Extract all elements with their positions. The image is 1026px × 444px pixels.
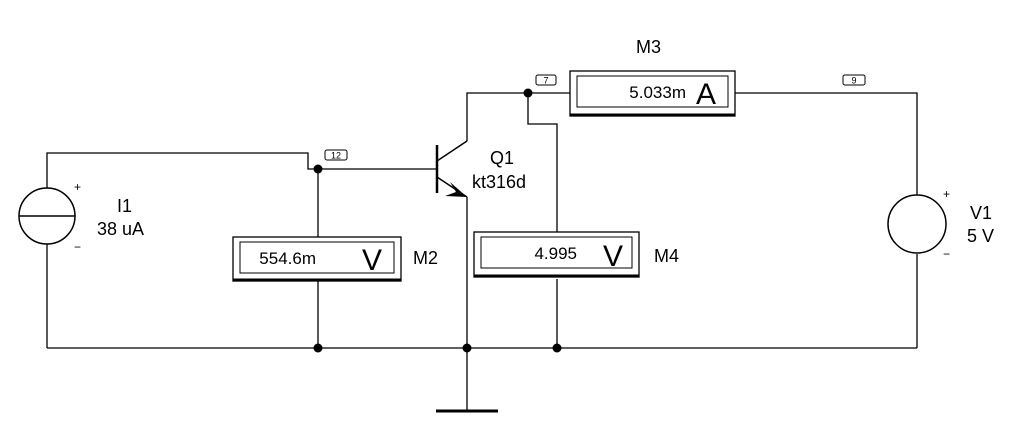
q1-model-label: kt316d bbox=[472, 172, 526, 192]
junction-dot bbox=[313, 164, 323, 174]
node-label-12: 12 bbox=[331, 151, 341, 161]
voltage-source-v1: + − V1 5 V bbox=[887, 187, 994, 261]
node-label-7: 7 bbox=[543, 76, 548, 86]
m2-reading: 554.6m bbox=[259, 249, 316, 268]
i1-plus-sign: + bbox=[74, 180, 81, 194]
m2-name-label: M2 bbox=[413, 248, 438, 268]
m3-name-label: M3 bbox=[636, 37, 661, 57]
transistor-q1: Q1 kt316d bbox=[435, 140, 526, 198]
m2-unit: V bbox=[362, 244, 382, 277]
v1-minus-sign: − bbox=[943, 247, 950, 261]
i1-minus-sign: − bbox=[74, 240, 81, 254]
q1-emitter-arrow-icon bbox=[445, 182, 467, 197]
v1-name-label: V1 bbox=[970, 203, 992, 223]
q1-collector-lead bbox=[436, 140, 468, 162]
node-tag-7: 7 bbox=[535, 74, 557, 86]
i1-value-label: 38 uA bbox=[97, 219, 144, 239]
junctions bbox=[313, 88, 562, 353]
m4-name-label: M4 bbox=[654, 246, 679, 266]
wire-m3-v1 bbox=[735, 92, 918, 194]
m4-reading: 4.995 bbox=[534, 244, 577, 263]
node-tag-12: 12 bbox=[324, 149, 348, 161]
meter-m3: 5.033m A M3 bbox=[569, 37, 736, 117]
m3-unit: A bbox=[696, 78, 716, 111]
junction-dot bbox=[462, 343, 472, 353]
voltage-source-icon bbox=[887, 194, 947, 254]
v1-plus-sign: + bbox=[943, 187, 950, 201]
wires bbox=[46, 92, 918, 411]
wire-node7-m4 bbox=[527, 93, 558, 232]
current-source-i1: + − I1 38 uA bbox=[18, 180, 144, 254]
m3-reading: 5.033m bbox=[629, 83, 686, 102]
node-label-9: 9 bbox=[851, 76, 856, 86]
node-tag-9: 9 bbox=[842, 74, 866, 86]
junction-dot bbox=[313, 343, 323, 353]
junction-dot bbox=[523, 88, 533, 98]
meter-m2: 554.6m V M2 bbox=[232, 236, 438, 282]
meter-m4: 4.995 V M4 bbox=[473, 231, 679, 278]
q1-name-label: Q1 bbox=[490, 148, 514, 168]
junction-dot bbox=[552, 343, 562, 353]
wire-collector bbox=[466, 92, 528, 141]
v1-value-label: 5 V bbox=[967, 226, 994, 246]
m4-unit: V bbox=[603, 240, 623, 273]
wire-i1-top bbox=[46, 152, 318, 183]
i1-name-label: I1 bbox=[117, 196, 132, 216]
